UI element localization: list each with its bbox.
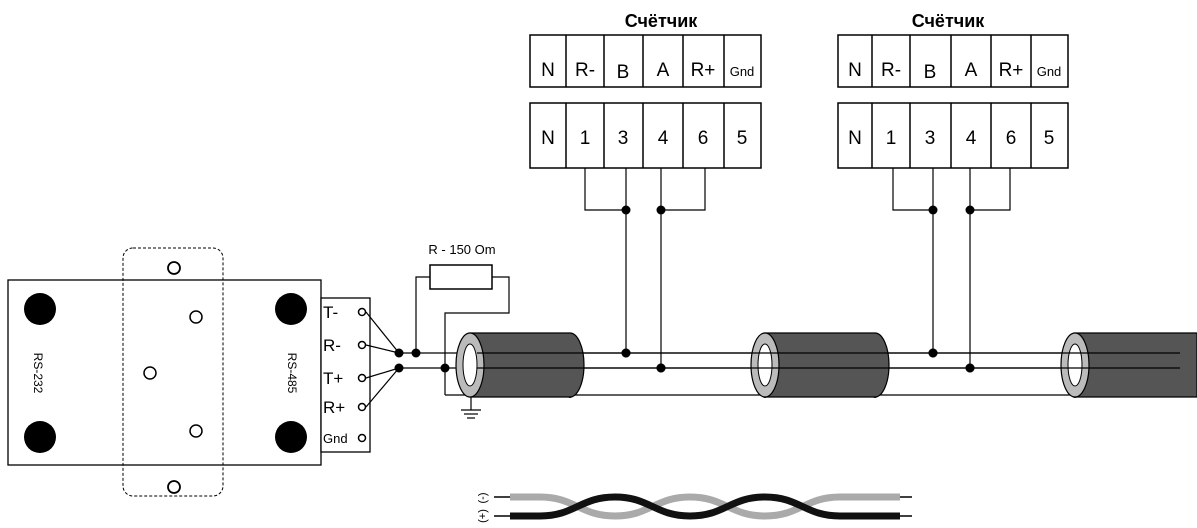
twisted-pair: (-) (+) — [477, 493, 912, 523]
junction-dot — [928, 348, 938, 358]
meter-2-terminal-6: 6 — [1006, 128, 1017, 149]
meter-1-terminal-6: 6 — [698, 128, 709, 149]
meter-1-terminal-5: 5 — [737, 128, 748, 149]
meter-2-label-a: A — [965, 60, 978, 81]
meter-1: Счётчик N R- B A R+ Gnd N 1 3 4 6 5 — [529, 11, 762, 368]
meter-2-title: Счётчик — [912, 11, 986, 31]
meter-1-label-row — [529, 34, 762, 88]
meter-2-bridge-wires — [892, 168, 1011, 368]
cable-end-core — [462, 343, 478, 387]
mount-hole-bottom — [167, 480, 181, 494]
meter-1-terminal-n: N — [541, 128, 555, 149]
meter-1-label-a: A — [657, 60, 670, 81]
terminal-screw — [357, 373, 367, 383]
meter-2-terminal-1: 1 — [886, 128, 897, 149]
meter-1-label-r-minus: R- — [575, 60, 595, 81]
rs485-label: RS-485 — [285, 353, 299, 394]
meter-2-label-gnd: Gnd — [1037, 64, 1062, 79]
mounting-bracket — [122, 247, 224, 497]
ground-symbol — [461, 409, 481, 419]
cable-segment-1 — [455, 332, 585, 398]
twisted-pair-plus-label: (+) — [477, 509, 489, 523]
terminal-r-minus-label: R- — [323, 336, 341, 355]
dark-wire — [510, 493, 900, 520]
meter-2-label-r-minus: R- — [881, 60, 901, 81]
junction-dot — [411, 348, 421, 358]
meter-1-terminal-4: 4 — [658, 128, 669, 149]
terminal-screw — [357, 433, 367, 443]
screw-hole — [143, 366, 157, 380]
meter-2-label-n: N — [848, 60, 862, 81]
connector-screw — [275, 293, 307, 325]
terminal-screw — [357, 307, 367, 317]
terminal-r-plus-label: R+ — [323, 398, 345, 417]
resistor-label: R - 150 Om — [428, 242, 495, 257]
cable-end-core — [757, 343, 773, 387]
meter-2-label-b: B — [924, 62, 937, 83]
converter-body — [7, 279, 322, 466]
terminal-screw — [357, 340, 367, 350]
connector-screw — [24, 421, 56, 453]
junction-dot — [621, 348, 631, 358]
meter-1-terminal-row — [529, 102, 762, 169]
resistor-body — [429, 264, 493, 290]
meter-2-terminal-5: 5 — [1044, 128, 1055, 149]
terminal-screw — [357, 402, 367, 412]
terminal-t-minus-label: T- — [323, 303, 338, 322]
junction-dot — [394, 348, 404, 358]
meter-2-junction — [965, 205, 975, 215]
bus-wires-over-cable — [477, 352, 1180, 369]
cable-segment-2 — [750, 332, 890, 398]
screw-hole — [189, 424, 203, 438]
meter-1-junction — [656, 205, 666, 215]
meter-2-terminal-4: 4 — [966, 128, 977, 149]
meter-2-junction — [928, 205, 938, 215]
light-wire — [510, 493, 900, 520]
meter-1-title: Счётчик — [625, 11, 699, 31]
twisted-pair-minus-label: (-) — [477, 493, 489, 504]
meter-2: Счётчик N R- B A R+ Gnd N 1 3 4 6 5 — [837, 11, 1069, 368]
meter-2-label-row — [837, 34, 1069, 88]
meter-2-terminal-3: 3 — [925, 128, 936, 149]
meter-1-label-r-plus: R+ — [691, 60, 716, 81]
connector-screw — [24, 293, 56, 325]
meter-1-label-gnd: Gnd — [730, 64, 755, 79]
terminal-t-plus-label: T+ — [323, 369, 343, 388]
meter-1-label-b: B — [617, 62, 630, 83]
mount-hole-top — [167, 261, 181, 275]
cable-end-core — [1067, 343, 1083, 387]
junction-dot — [394, 363, 404, 373]
screw-hole — [189, 310, 203, 324]
terminal-gnd-label: Gnd — [323, 431, 348, 446]
converter: RS-232 RS-485 T- R- T+ R+ Gnd — [7, 247, 371, 497]
meter-1-label-n: N — [541, 60, 555, 81]
rs232-label: RS-232 — [31, 353, 45, 394]
meter-2-terminal-row — [837, 102, 1069, 169]
junction-dot — [656, 363, 666, 373]
connector-screw — [275, 421, 307, 453]
junction-dot — [965, 363, 975, 373]
meter-2-label-r-plus: R+ — [999, 60, 1024, 81]
meter-1-junction — [621, 205, 631, 215]
meter-1-terminal-3: 3 — [618, 128, 629, 149]
meter-2-terminal-n: N — [848, 128, 862, 149]
meter-1-terminal-1: 1 — [580, 128, 591, 149]
junction-dot — [440, 363, 450, 373]
cable-segment-3 — [1060, 332, 1197, 398]
resistor: R - 150 Om — [428, 242, 496, 290]
meter-1-bridge-wires — [584, 168, 706, 368]
